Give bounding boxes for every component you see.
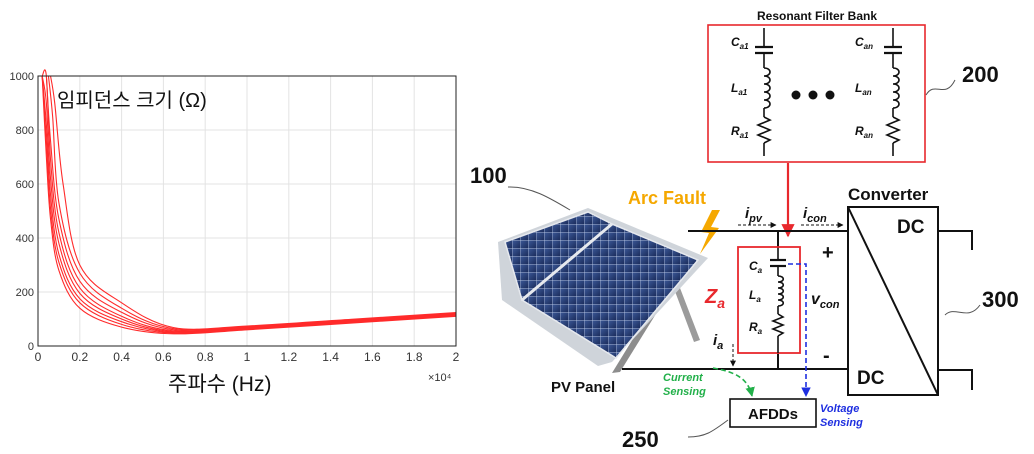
filter-bank-box [707, 24, 926, 163]
impedance-curve-8 [49, 75, 457, 330]
plus-sign: + [822, 242, 834, 264]
x-tick-label: 0 [35, 350, 42, 364]
impedance-curve-4 [41, 75, 457, 333]
ref-200: 200 [962, 62, 999, 87]
converter-label: Converter [848, 185, 929, 204]
ca1-label: Ca1 [731, 35, 749, 51]
x-tick-label: 0.4 [113, 350, 130, 364]
x-tick-label: 1 [244, 350, 251, 364]
y-tick-label: 1000 [10, 71, 34, 83]
x-tick-label: 1.8 [406, 350, 423, 364]
x-tick-label: 1.4 [322, 350, 339, 364]
dc-top-label: DC [897, 217, 925, 238]
pv-panel-image [498, 208, 708, 373]
x-tick-label: 1.6 [364, 350, 381, 364]
x-tick-label: 0.2 [71, 350, 88, 364]
converter-diagonal [847, 206, 939, 396]
lan-label: Lan [855, 81, 872, 97]
voltage-sensing-label: Voltage [820, 403, 859, 415]
x-tick-label: 0.6 [155, 350, 172, 364]
arc-fault-label: Arc Fault [628, 188, 706, 208]
y-tick-label: 800 [16, 125, 34, 137]
za-box [737, 246, 801, 354]
x-tick-label: 0.8 [197, 350, 214, 364]
x-scale-note: ×10⁴ [428, 372, 452, 384]
filter-branch-an [884, 28, 902, 156]
impedance-curve-3 [41, 75, 457, 334]
afdds-label: AFDDs [748, 406, 798, 423]
ref-250: 250 [622, 427, 659, 452]
current-sensing-label: Current [663, 372, 704, 384]
la-label: La [749, 288, 761, 304]
plot-ylabel: 임피던스 크기 (Ω) [57, 89, 207, 112]
leader-200 [925, 79, 956, 96]
ra-label: Ra [749, 320, 763, 336]
afdds-box [729, 398, 817, 428]
minus-sign: - [823, 345, 830, 367]
y-tick-labels: 0 200 400 600 800 1000 [10, 71, 34, 353]
y-tick-label: 600 [16, 179, 34, 191]
ca-label: Ca [749, 259, 763, 275]
vcon-label: vcon [811, 291, 840, 311]
za-components [770, 248, 786, 353]
la1-label: La1 [731, 81, 748, 97]
impedance-curve-2 [41, 75, 457, 334]
ra1-label: Ra1 [731, 124, 749, 140]
filter-branch-a1 [755, 28, 773, 156]
pv-arc-fault-diagram: Resonant Filter Bank Ca1 La1 Ra1 [470, 9, 1019, 452]
x-tick-label: 1.2 [280, 350, 297, 364]
leader-250 [687, 419, 729, 438]
ia-label: ia [713, 332, 723, 352]
y-tick-label: 200 [16, 287, 34, 299]
y-tick-label: 400 [16, 233, 34, 245]
leader-300 [944, 304, 981, 316]
impedance-curve-1 [41, 75, 457, 335]
voltage-sensing-label-2: Sensing [820, 417, 863, 429]
filter-bank-title: Resonant Filter Bank [757, 9, 877, 23]
x-tick-labels: 0 0.2 0.4 0.6 0.8 1 1.2 1.4 1.6 1.8 2 [35, 350, 460, 364]
plot-xlabel: 주파수 (Hz) [168, 373, 271, 396]
dc-bottom-label: DC [857, 368, 885, 389]
current-sensing-label-2: Sensing [663, 386, 706, 398]
ran-label: Ran [855, 124, 873, 140]
za-label: Za [704, 286, 725, 311]
icon-label: icon [803, 205, 827, 225]
pv-panel-label: PV Panel [551, 379, 615, 396]
voltage-sensing-line [788, 263, 811, 397]
ellipsis-dots [791, 90, 835, 100]
ipv-label: ipv [745, 205, 763, 225]
ref-300: 300 [982, 287, 1019, 312]
converter-output-wires [938, 230, 973, 390]
plot-curves [41, 69, 457, 335]
circuit-wires [622, 230, 848, 370]
can-label: Can [855, 35, 873, 51]
y-tick-label: 0 [28, 341, 34, 353]
leader-100 [507, 186, 571, 211]
plot-frame [37, 75, 457, 347]
x-tick-label: 2 [453, 350, 460, 364]
ref-100: 100 [470, 163, 507, 188]
impedance-plot: 0 0.2 0.4 0.6 0.8 1 1.2 1.4 1.6 1.8 2 0 200 400 600 80… [10, 69, 460, 396]
current-sensing-line [712, 367, 755, 397]
